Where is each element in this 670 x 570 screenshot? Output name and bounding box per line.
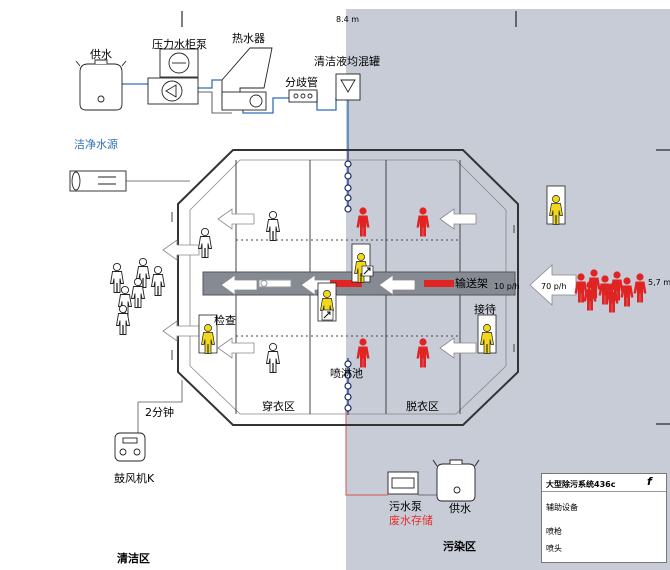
stretcher-icon bbox=[424, 280, 454, 287]
spray-gun-icon bbox=[361, 265, 374, 277]
legend-title: 大型除污系统436c bbox=[546, 480, 616, 489]
blower-icon bbox=[114, 432, 146, 462]
tent-inner-outline bbox=[189, 159, 507, 415]
water-supply-label: 供水 bbox=[90, 48, 112, 61]
detergent-mixer-label: 清洁液均混罐 bbox=[314, 55, 380, 68]
manifold-icon bbox=[288, 89, 318, 103]
tank-icon bbox=[75, 59, 127, 111]
legend-row-helper: 辅助设备 bbox=[546, 503, 578, 512]
contaminated-water-supply-label: 供水 bbox=[449, 502, 471, 515]
tent-outline bbox=[177, 149, 519, 426]
mixer-icon bbox=[335, 73, 361, 101]
height-dimension-label: 5,7 m bbox=[648, 278, 670, 287]
undressing-zone-label: 脱衣区 bbox=[406, 400, 439, 413]
stretcher-icon bbox=[258, 279, 292, 288]
width-dimension-label: 8.4 m bbox=[336, 15, 360, 24]
shower-head-icon bbox=[344, 160, 352, 412]
check-label: 检查 bbox=[214, 314, 236, 327]
blower-label: 鼓风机K bbox=[114, 472, 155, 485]
reception-label: 接待 bbox=[474, 303, 496, 316]
tank-icon bbox=[432, 459, 480, 502]
legend-row-shower-head: 喷头 bbox=[546, 544, 562, 553]
waste-water-pipe bbox=[345, 410, 388, 496]
spray-gun-icon bbox=[321, 309, 334, 321]
blower-unit-icon bbox=[69, 170, 127, 192]
contaminated-zone-label: 污染区 bbox=[443, 540, 476, 553]
blower-delay-label: 2分钟 bbox=[145, 406, 174, 419]
clean-water-source-label: 洁净水源 bbox=[74, 138, 118, 151]
heater-icon bbox=[221, 47, 273, 111]
clean-zone-label: 清洁区 bbox=[117, 552, 150, 565]
legend-logo: f bbox=[647, 475, 652, 488]
legend-row-spray-gun: 喷枪 bbox=[546, 527, 562, 536]
inflow-rate-label: 70 p/h bbox=[541, 282, 567, 291]
manifold-label: 分歧管 bbox=[285, 76, 318, 89]
pressure-pump-label: 压力水柜泵 bbox=[152, 38, 207, 51]
dressing-zone-label: 穿衣区 bbox=[262, 400, 295, 413]
pump-icon bbox=[147, 48, 199, 105]
conveyor-label: 输送架 bbox=[455, 277, 488, 290]
waste-water-storage-label: 废水存储 bbox=[389, 514, 433, 527]
spray-pool-label: 喷淋池 bbox=[330, 367, 363, 380]
conveyor-rate-label: 10 p/h bbox=[494, 282, 520, 291]
sewage-pump-icon bbox=[387, 471, 419, 495]
person-icon bbox=[151, 265, 165, 296]
water-heater-label: 热水器 bbox=[232, 32, 265, 45]
sewage-pump-label: 污水泵 bbox=[389, 500, 422, 513]
blower-line bbox=[138, 380, 183, 403]
legend-divider bbox=[542, 491, 666, 492]
legend-box: 大型除污系统436c f 辅助设备 喷枪 喷头 bbox=[541, 473, 667, 563]
helpers bbox=[198, 185, 566, 354]
